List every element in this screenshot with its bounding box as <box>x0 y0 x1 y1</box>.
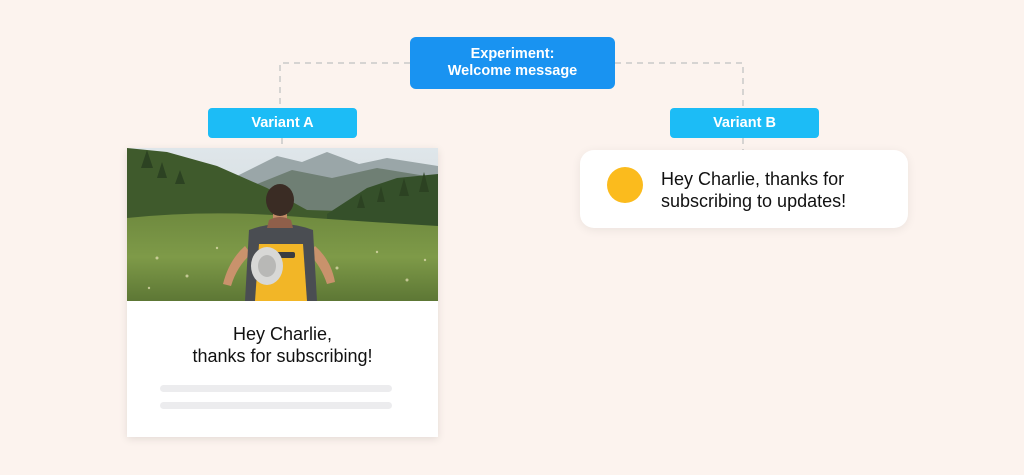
experiment-pill: Experiment: Welcome message <box>410 37 615 89</box>
experiment-label: Experiment: <box>470 46 555 62</box>
variant-a-message: Hey Charlie, thanks for subscribing! <box>127 323 438 367</box>
variant-b-message-line1: Hey Charlie, thanks for <box>661 169 845 189</box>
variant-b-card: Hey Charlie, thanks for subscribing to u… <box>580 150 908 228</box>
variant-a-message-line1: Hey Charlie, <box>232 324 333 344</box>
placeholder-text-line <box>160 402 392 409</box>
variant-a-message-line2: thanks for subscribing! <box>192 346 373 366</box>
hiker-in-mountain-meadow-image <box>127 148 438 301</box>
variant-a-card: Hey Charlie, thanks for subscribing! <box>127 148 438 437</box>
yellow-dot-icon <box>607 167 643 203</box>
variant-a-pill: Variant A <box>208 108 357 138</box>
variant-b-pill: Variant B <box>670 108 819 138</box>
variant-b-message: Hey Charlie, thanks for subscribing to u… <box>661 168 846 212</box>
placeholder-text-line <box>160 385 392 392</box>
experiment-name: Welcome message <box>447 63 578 79</box>
variant-b-message-line2: subscribing to updates! <box>661 191 847 211</box>
